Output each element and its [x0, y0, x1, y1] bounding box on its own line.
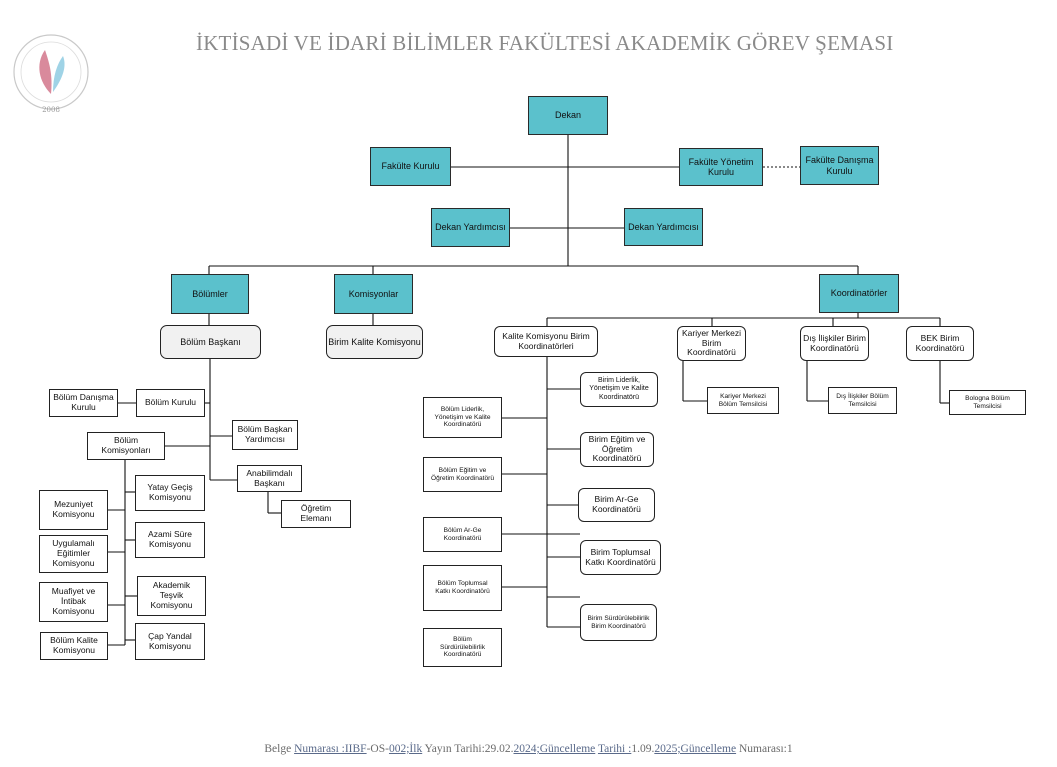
bolum-egitim-box: Bölüm Eğitim ve Öğretim Koordinatörü: [423, 457, 502, 492]
document-footer: Belge Numarası :IIBF-OS-002;İlk Yayın Ta…: [0, 743, 1057, 755]
dis-iliskiler-temsilcisi-box: Dış İlişkiler Bölüm Temsilcisi: [828, 387, 897, 414]
uygulamali-egitimler-box: Uygulamalı Eğitimler Komisyonu: [39, 535, 108, 573]
fakulte-yonetim-kurulu-box: Fakülte Yönetim Kurulu: [679, 148, 763, 186]
ogretim-elemani-box: Öğretim Elemanı: [281, 500, 351, 528]
logo-year: 2008: [42, 106, 60, 114]
footer-part: 002;İlk: [388, 743, 423, 755]
kariyer-temsilcisi-box: Kariyer Merkezi Bölüm Temsilcisi: [707, 387, 779, 414]
bolum-baskan-yardimcisi-box: Bölüm Başkan Yardımcısı: [232, 420, 298, 450]
birim-arge-box: Birim Ar-Ge Koordinatörü: [578, 488, 655, 522]
akademik-tesvik-box: Akademik Teşvik Komisyonu: [137, 576, 206, 616]
dekan-box: Dekan: [528, 96, 608, 135]
footer-part: -OS-: [366, 743, 389, 755]
footer-part: 2024;Güncelleme: [513, 743, 596, 755]
birim-surdurulebilirlik-box: Birim Sürdürülebilirlik Birim Koordinatö…: [580, 604, 657, 641]
page-title: İKTİSADİ VE İDARİ BİLİMLER FAKÜLTESİ AKA…: [196, 31, 894, 55]
footer-part: Numarası:1: [736, 743, 793, 755]
kalite-komisyonu-box: Kalite Komisyonu Birim Koordinatörleri: [494, 326, 598, 357]
koordinatorler-box: Koordinatörler: [819, 274, 899, 313]
yatay-gecis-box: Yatay Geçiş Komisyonu: [135, 475, 205, 511]
birim-kalite-komisyonu-box: Birim Kalite Komisyonu: [326, 325, 423, 359]
footer-part: Tarihi :: [597, 743, 632, 755]
footer-part: Belge: [264, 743, 295, 755]
footer-part: 1.09.: [631, 743, 655, 755]
fakulte-danisma-kurulu-box: Fakülte Danışma Kurulu: [800, 146, 879, 185]
university-logo: 2008: [11, 12, 91, 120]
bolum-arge-box: Bölüm Ar-Ge Koordinatörü: [423, 517, 502, 552]
footer-part: Numarası :IIBF: [294, 743, 367, 755]
bolum-surdurulebilirlik-box: Bölüm Sürdürülebilirlik Koordinatörü: [423, 628, 502, 667]
komisyonlar-box: Komisyonlar: [334, 274, 413, 314]
birim-toplumsal-box: Birim Toplumsal Katkı Koordinatörü: [580, 540, 661, 575]
bek-birim-box: BEK Birim Koordinatörü: [906, 326, 974, 361]
bolum-toplumsal-box: Bölüm Toplumsal Katkı Koordinatörü: [423, 565, 502, 611]
footer-part: Yayın Tarihi:29.02.: [422, 743, 514, 755]
birim-liderlik-box: Birim Liderlik, Yönetişim ve Kalite Koor…: [580, 372, 658, 407]
dis-iliskiler-box: Dış İlişkiler Birim Koordinatörü: [800, 326, 869, 361]
bologna-temsilcisi-box: Bologna Bölüm Temsilcisi: [949, 390, 1026, 415]
bolum-danisma-kurulu-box: Bölüm Danışma Kurulu: [49, 389, 118, 417]
birim-egitim-box: Birim Eğitim ve Öğretim Koordinatörü: [580, 432, 654, 467]
azami-sure-box: Azami Süre Komisyonu: [135, 522, 205, 558]
dekan-yardimcisi-2-box: Dekan Yardımcısı: [624, 208, 703, 246]
bolum-baskani-box: Bölüm Başkanı: [160, 325, 261, 359]
fakulte-kurulu-box: Fakülte Kurulu: [370, 147, 451, 186]
kariyer-merkezi-box: Kariyer Merkezi Birim Koordinatörü: [677, 326, 746, 361]
bolum-komisyonlari-box: Bölüm Komisyonları: [87, 432, 165, 460]
bolum-liderlik-box: Bölüm Liderlik, Yönetişim ve Kalite Koor…: [423, 397, 502, 438]
muafiyet-intibak-box: Muafiyet ve İntibak Komisyonu: [39, 582, 108, 622]
bolum-kalite-box: Bölüm Kalite Komisyonu: [40, 632, 108, 660]
dekan-yardimcisi-1-box: Dekan Yardımcısı: [431, 208, 510, 247]
bolum-kurulu-box: Bölüm Kurulu: [136, 389, 205, 417]
mezuniyet-box: Mezuniyet Komisyonu: [39, 490, 108, 530]
bolumler-box: Bölümler: [171, 274, 249, 314]
anabilimdali-baskani-box: Anabilimdalı Başkanı: [237, 465, 302, 492]
cap-yandal-box: Çap Yandal Komisyonu: [135, 623, 205, 660]
footer-part: 2025;Güncelleme: [654, 743, 737, 755]
